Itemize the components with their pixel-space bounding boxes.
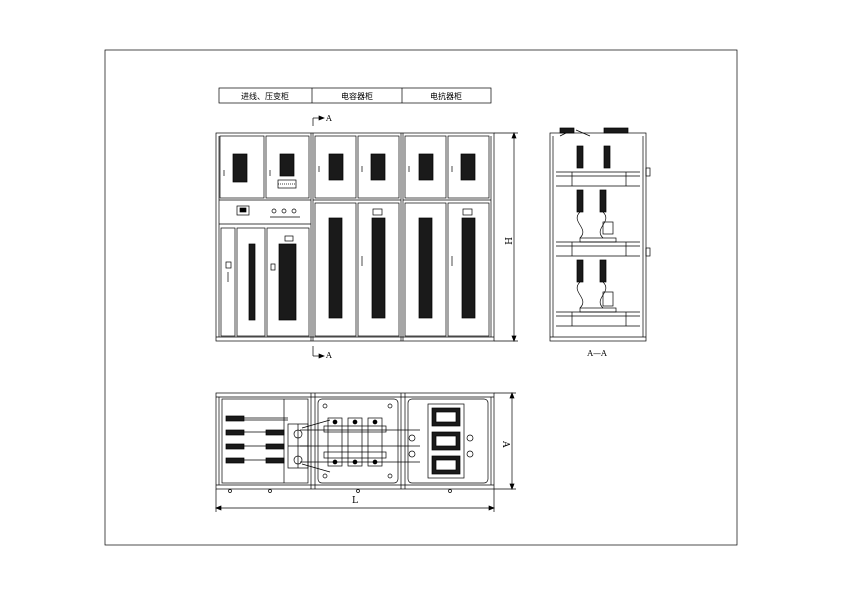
dimension-height: H [494, 132, 518, 342]
section-mark-top: A [312, 114, 332, 126]
header-label-incoming: 进线、压变柜 [241, 91, 289, 101]
section-view-aa: A—A [549, 127, 651, 358]
plan-capacitor-units [322, 403, 393, 479]
front-cabinet-incoming [219, 135, 311, 337]
section-insulators [576, 145, 617, 313]
svg-text:A: A [325, 114, 332, 123]
plan-busbars [300, 419, 420, 473]
svg-text:A: A [325, 351, 332, 360]
drawing-frame [104, 49, 738, 546]
dimension-length: L [215, 489, 495, 512]
plan-view: A L [215, 392, 516, 512]
front-cabinet-reactor [403, 135, 491, 337]
front-cabinet-capacitor [313, 135, 401, 337]
cabinet-label-strip: 进线、压变柜 电容器柜 电抗器柜 [218, 87, 492, 104]
svg-text:L: L [352, 496, 358, 506]
section-view-label: A—A [586, 349, 607, 358]
header-label-reactor: 电抗器柜 [430, 91, 462, 101]
plan-reactor-units [408, 403, 474, 479]
svg-text:H: H [502, 237, 512, 245]
svg-text:A: A [500, 440, 510, 448]
dimension-depth: A [494, 392, 516, 490]
section-mark-bottom: A [312, 346, 332, 360]
plan-incoming-equipment [225, 415, 309, 469]
header-label-capacitor: 电容器柜 [341, 91, 373, 101]
front-elevation: A A [215, 114, 518, 360]
